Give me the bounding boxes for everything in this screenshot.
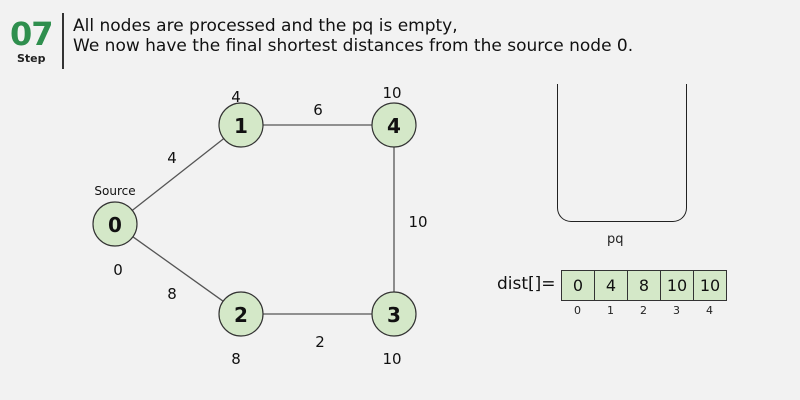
- node-id-label: 0: [108, 213, 122, 237]
- dist-array: 0 4 8 10 10: [561, 270, 727, 301]
- node-distance-label: 10: [382, 84, 401, 102]
- dist-cell: 0: [562, 271, 595, 300]
- dist-index: 4: [706, 304, 713, 317]
- step-label: Step: [17, 52, 46, 65]
- edge-weight-label: 8: [167, 285, 177, 303]
- node-2: [218, 291, 264, 337]
- dist-index: 0: [574, 304, 581, 317]
- description-line-2: We now have the final shortest distances…: [73, 36, 634, 56]
- description-line-1: All nodes are processed and the pq is em…: [73, 16, 458, 36]
- edge-0-2: [132, 236, 224, 302]
- node-id-label: 2: [234, 303, 248, 327]
- dist-cell: 10: [694, 271, 726, 300]
- pq-label: pq: [607, 232, 624, 247]
- edge-weight-label: 6: [313, 101, 323, 119]
- dist-index: 1: [607, 304, 614, 317]
- node-3: [371, 291, 417, 337]
- dist-cell: 8: [628, 271, 661, 300]
- priority-queue-container: [557, 84, 687, 222]
- node-distance-label: 0: [113, 261, 123, 279]
- edge-weight-label: 10: [408, 213, 427, 231]
- step-description: All nodes are processed and the pq is em…: [73, 16, 633, 56]
- dist-cell: 4: [595, 271, 628, 300]
- node-id-label: 4: [387, 114, 401, 138]
- dist-index: 3: [673, 304, 680, 317]
- edge-weight-label: 4: [167, 149, 177, 167]
- node-id-label: 1: [234, 114, 248, 138]
- dist-index: 2: [640, 304, 647, 317]
- step-number: 07: [10, 15, 54, 53]
- node-0: [92, 201, 138, 247]
- node-distance-label: 10: [382, 350, 401, 368]
- node-1: [218, 102, 264, 148]
- header-divider: [62, 13, 64, 69]
- node-id-label: 3: [387, 303, 401, 327]
- source-label: Source: [94, 184, 135, 198]
- edge-weight-label: 2: [315, 333, 325, 351]
- dist-indices: 0 1 2 3 4: [561, 304, 726, 317]
- node-distance-label: 4: [231, 88, 241, 106]
- dist-array-label: dist[]=: [497, 274, 556, 294]
- edge-0-1: [131, 138, 225, 211]
- node-distance-label: 8: [231, 350, 241, 368]
- dist-cell: 10: [661, 271, 694, 300]
- node-4: [371, 102, 417, 148]
